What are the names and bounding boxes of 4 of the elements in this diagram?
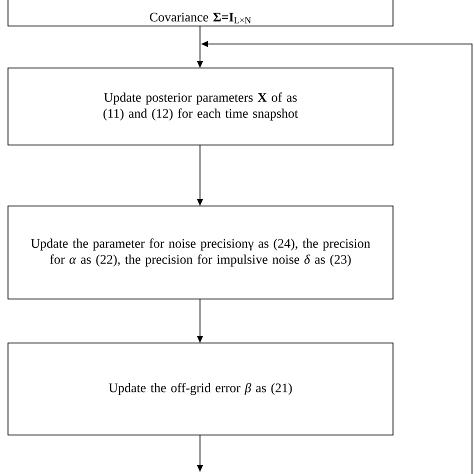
process-box: Update the off-grid error β as (21) [8,342,394,436]
process-box: Covariance Σ=I$_{L×N}$ [8,0,394,26]
process-box: Update the parameter for noise precisionγ as (24), the precision for α as (22), the precision for impulsive noise δ as (23) [8,206,394,300]
process-box: Update posterior parameters X of as (11) and (12) for each time snapshot [8,68,394,146]
